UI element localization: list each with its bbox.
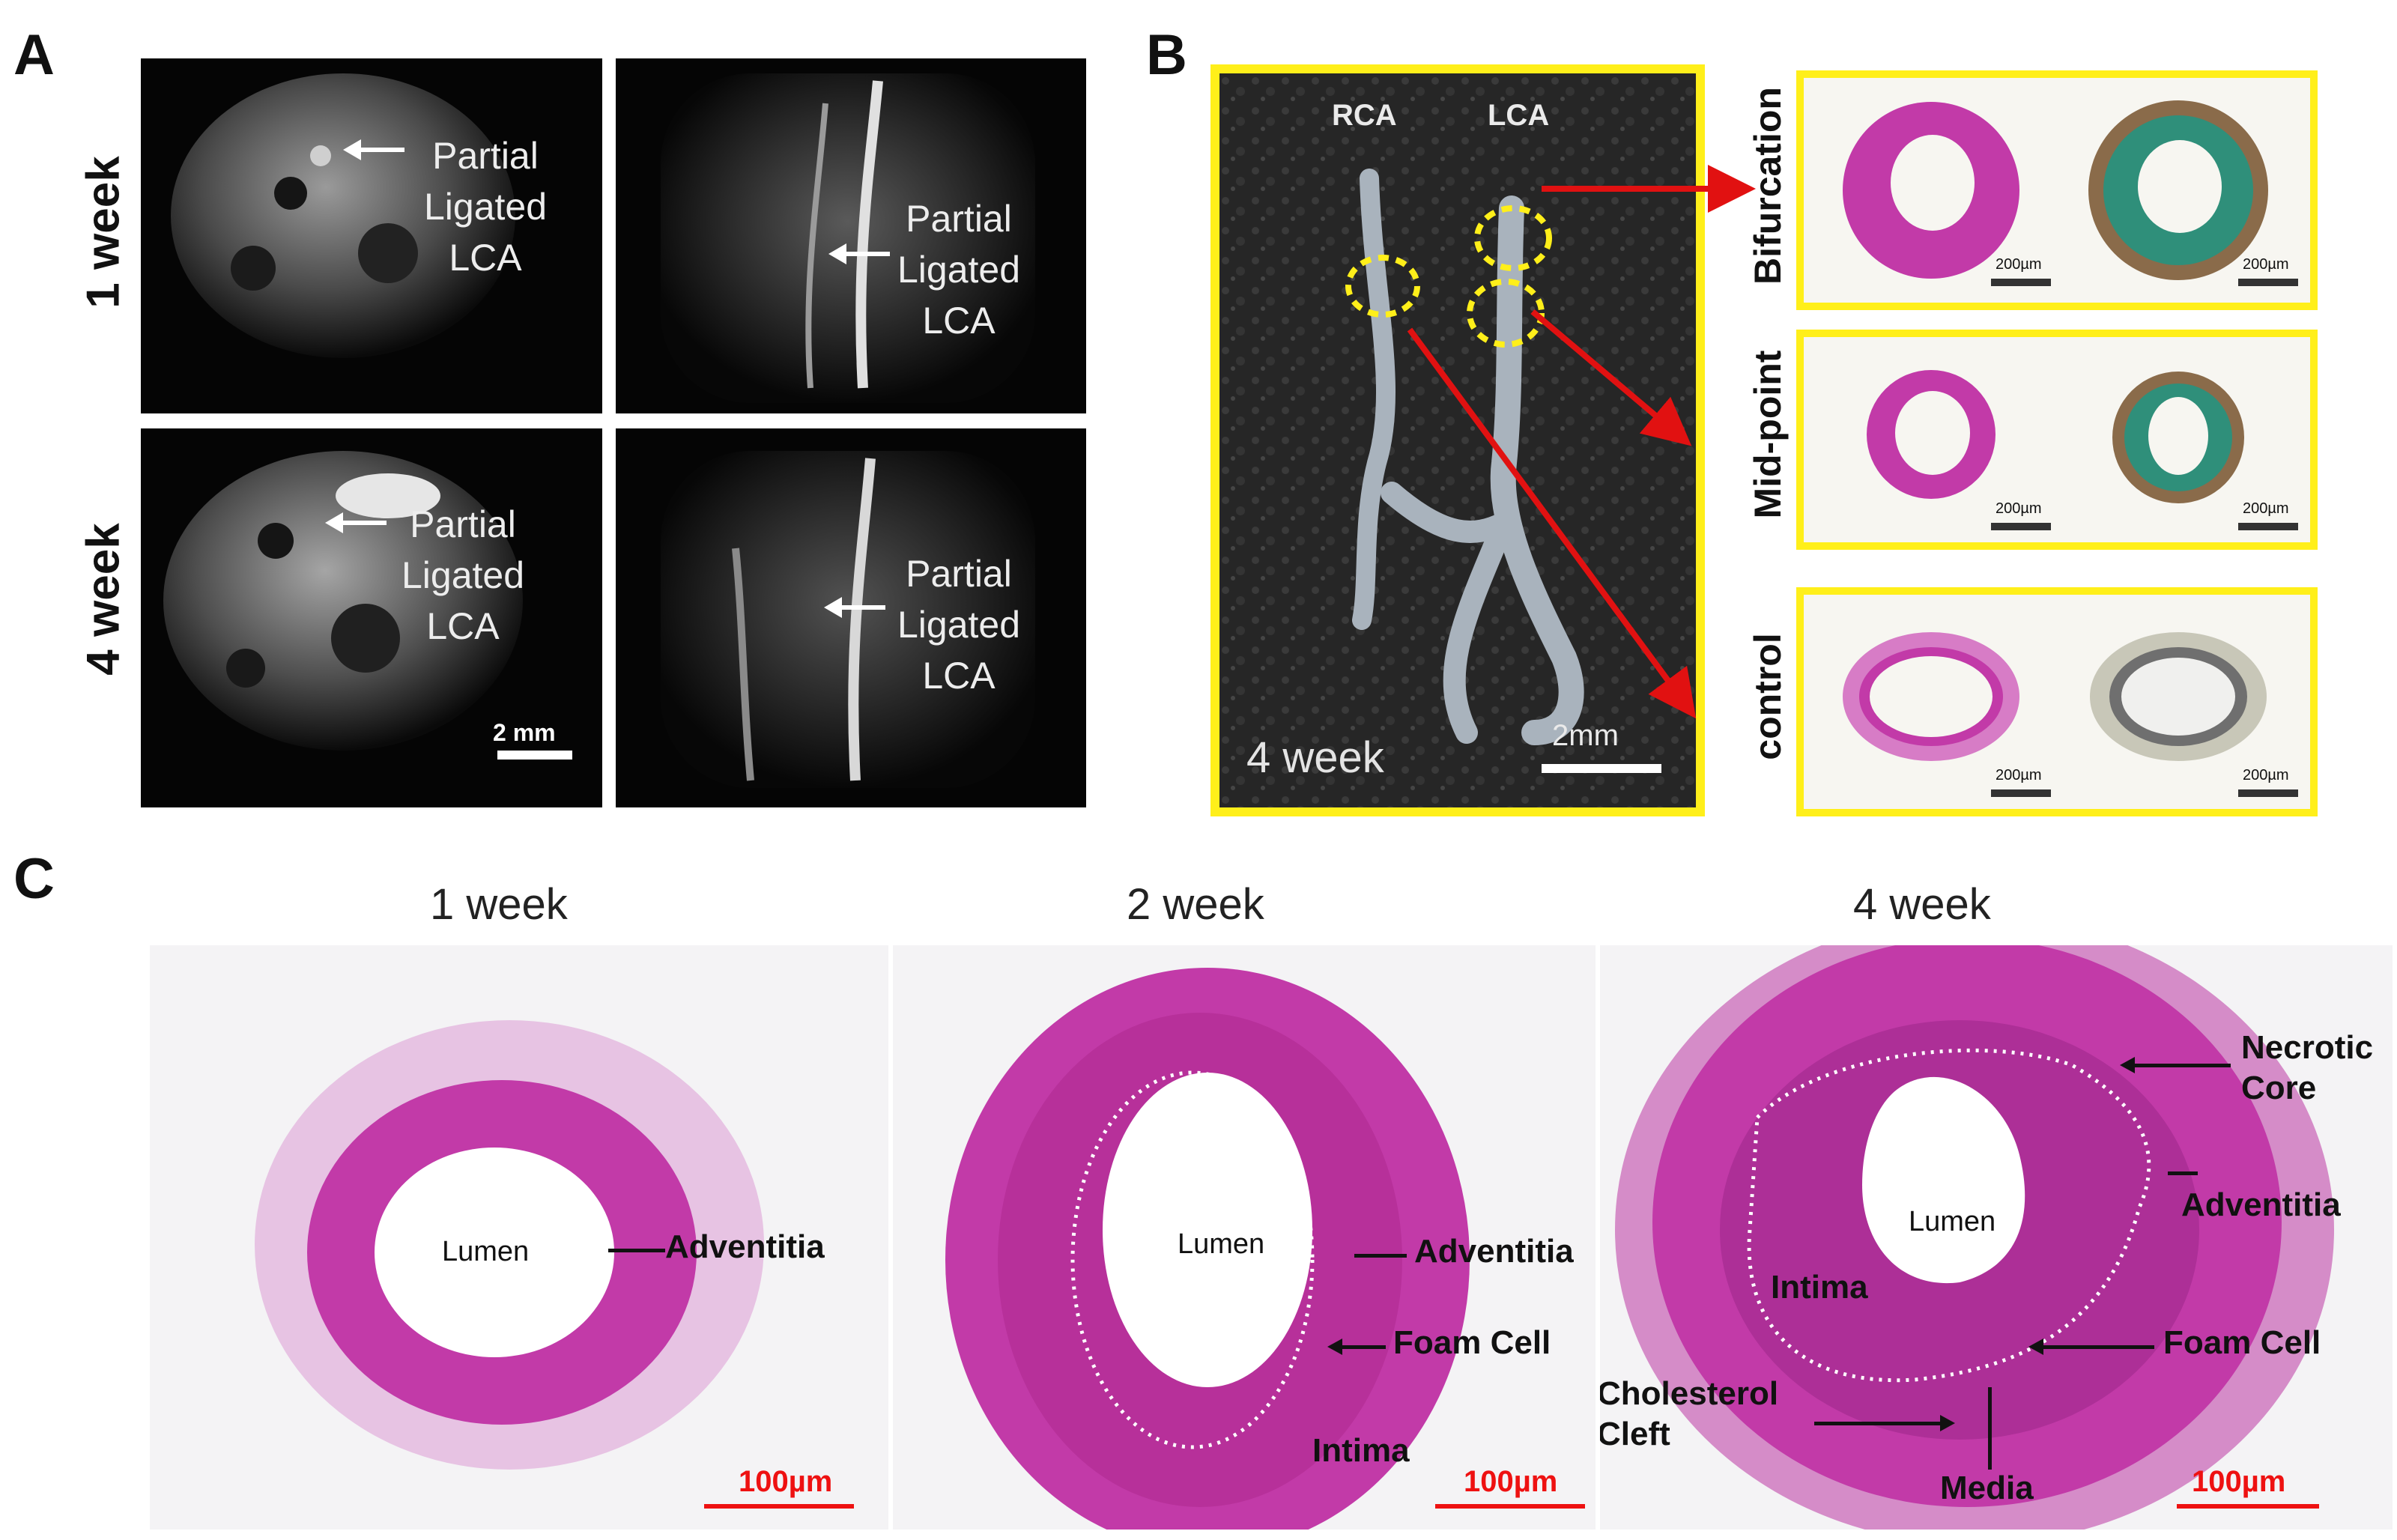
label-media: Media bbox=[1940, 1470, 2034, 1506]
lca-label: LCA bbox=[1488, 99, 1550, 132]
red-arrows bbox=[1407, 165, 1756, 719]
title-1-week: 1 week bbox=[430, 880, 568, 929]
label-line-2: Ligated bbox=[897, 604, 1021, 646]
section-label-midpoint: Mid-point bbox=[1747, 350, 1789, 519]
label-necrotic-core: Necrotic Core bbox=[2241, 1028, 2373, 1109]
title-2-week: 2 week bbox=[1127, 880, 1264, 929]
label-adventitia: Adventitia bbox=[1414, 1233, 1574, 1270]
scale-bar-red bbox=[704, 1504, 854, 1509]
histology-2-week: Lumen Adventitia Foam Cell Intima 100µm bbox=[893, 945, 1596, 1530]
pointer-arrow bbox=[2120, 1057, 2231, 1073]
white-arrow bbox=[343, 139, 404, 160]
label-line-2: Ligated bbox=[401, 554, 525, 596]
label-line-3: LCA bbox=[922, 655, 996, 697]
scale-bar-red bbox=[1435, 1504, 1585, 1509]
label-foam-cell: Foam Cell bbox=[1393, 1324, 1551, 1361]
histology-1-week-image bbox=[255, 1020, 764, 1470]
mri-coronal-4-week: Partial Ligated LCA bbox=[616, 428, 1086, 807]
necrotic-line-2: Core bbox=[2241, 1070, 2317, 1106]
label-line-3: LCA bbox=[449, 237, 522, 279]
excised-artery-photo bbox=[1219, 73, 1696, 807]
label-line-3: LCA bbox=[922, 300, 996, 342]
section-label-control: control bbox=[1747, 633, 1789, 760]
label-line-1: Partial bbox=[906, 553, 1012, 595]
label-foam-cell: Foam Cell bbox=[2163, 1324, 2321, 1361]
week-label: 4 week bbox=[1246, 733, 1384, 782]
histology-4-week: Lumen Necrotic Core Adventitia Intima Fo… bbox=[1600, 945, 2393, 1530]
mri-coronal-4-week-image bbox=[661, 451, 1035, 788]
panel-label-a: A bbox=[13, 23, 55, 87]
scale-bar-label: 100µm bbox=[2192, 1465, 2286, 1498]
histology-midpoint: 200µm 200µm bbox=[1796, 330, 2318, 550]
rca-label: RCA bbox=[1332, 99, 1397, 132]
white-arrow bbox=[824, 597, 885, 618]
pointer-arrow bbox=[1814, 1415, 1955, 1431]
micro-scale-label: 200µm bbox=[2243, 256, 2289, 273]
title-4-week: 4 week bbox=[1853, 880, 1991, 929]
necrotic-line-1: Necrotic bbox=[2241, 1029, 2374, 1066]
histology-4-week-image bbox=[1615, 945, 2334, 1530]
scale-bar-label: 2 mm bbox=[493, 719, 556, 746]
mri-label-partial-ligated-lca: Partial Ligated LCA bbox=[388, 499, 538, 652]
section-label-bifurcation: Bifurcation bbox=[1747, 87, 1789, 285]
scale-bar-label: 100µm bbox=[739, 1465, 833, 1498]
pointer-line bbox=[608, 1249, 665, 1252]
pointer-arrow bbox=[2028, 1339, 2154, 1355]
micro-scale-label: 200µm bbox=[1996, 500, 2042, 517]
pointer-line bbox=[2168, 1171, 2198, 1175]
panel-label-b: B bbox=[1146, 23, 1187, 87]
histology-2-week-image bbox=[945, 968, 1470, 1530]
histology-control-image bbox=[1843, 632, 2267, 761]
lumen-label: Lumen bbox=[442, 1236, 530, 1267]
label-line-3: LCA bbox=[426, 605, 500, 647]
lumen-label: Lumen bbox=[1178, 1228, 1265, 1260]
arrow-to-midpoint bbox=[1530, 309, 1692, 446]
histology-midpoint-image bbox=[1867, 370, 2244, 503]
pointer-line bbox=[1354, 1254, 1407, 1258]
label-adventitia: Adventitia bbox=[665, 1228, 825, 1265]
scale-bar-label: 100µm bbox=[1464, 1465, 1558, 1498]
micro-scale-label: 200µm bbox=[2243, 500, 2289, 517]
mri-label-partial-ligated-lca: Partial Ligated LCA bbox=[884, 193, 1034, 346]
label-line-1: Partial bbox=[906, 198, 1012, 240]
label-cholesterol-cleft: Cholesterol Cleft bbox=[1600, 1374, 1778, 1455]
label-intima: Intima bbox=[1771, 1269, 1868, 1306]
label-adventitia: Adventitia bbox=[2181, 1186, 2341, 1223]
mri-label-partial-ligated-lca: Partial Ligated LCA bbox=[410, 130, 560, 283]
histology-bifurcation: 200µm 200µm bbox=[1796, 70, 2318, 310]
label-line-1: Partial bbox=[432, 135, 539, 177]
mri-coronal-1-week: Partial Ligated LCA bbox=[616, 58, 1086, 413]
mri-axial-1-week: Partial Ligated LCA bbox=[141, 58, 602, 413]
mri-axial-4-week: Partial Ligated LCA 2 mm bbox=[141, 428, 602, 807]
cholesterol-line-1: Cholesterol bbox=[1600, 1375, 1779, 1412]
mri-label-partial-ligated-lca: Partial Ligated LCA bbox=[884, 548, 1034, 701]
histology-1-week: Lumen Adventitia 100µm bbox=[150, 945, 888, 1530]
photo-scale-label: 2mm bbox=[1552, 719, 1619, 752]
label-line-1: Partial bbox=[410, 503, 516, 545]
row-label-4-week: 4 week bbox=[77, 523, 130, 676]
white-arrow bbox=[828, 243, 890, 264]
cholesterol-line-2: Cleft bbox=[1600, 1416, 1670, 1452]
label-intima: Intima bbox=[1312, 1432, 1410, 1469]
lumen-label: Lumen bbox=[1909, 1206, 1996, 1237]
mri-coronal-1-week-image bbox=[661, 73, 1035, 403]
row-label-1-week: 1 week bbox=[77, 156, 130, 309]
arrow-to-control bbox=[1407, 327, 1697, 719]
pointer-arrow bbox=[1327, 1339, 1386, 1355]
histology-bifurcation-image bbox=[1843, 100, 2268, 280]
label-line-2: Ligated bbox=[423, 186, 548, 228]
micro-scale-label: 200µm bbox=[1996, 767, 2042, 783]
scale-bar-red bbox=[2177, 1504, 2319, 1509]
pointer-vertical-line bbox=[1988, 1387, 1992, 1470]
mri-axial-4-week-image bbox=[163, 451, 523, 751]
micro-scale-label: 200µm bbox=[1996, 256, 2042, 273]
histology-control: 200µm 200µm bbox=[1796, 587, 2318, 816]
white-arrow bbox=[325, 512, 387, 533]
scale-bar bbox=[497, 751, 572, 760]
label-line-2: Ligated bbox=[897, 249, 1021, 291]
mri-axial-1-week-image bbox=[171, 73, 515, 358]
panel-label-c: C bbox=[13, 847, 55, 911]
micro-scale-label: 200µm bbox=[2243, 767, 2289, 783]
